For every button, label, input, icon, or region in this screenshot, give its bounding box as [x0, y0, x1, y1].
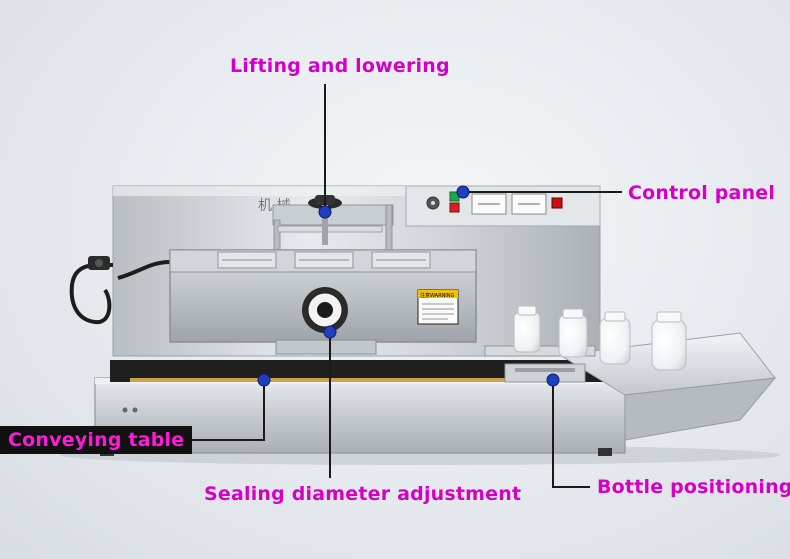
- leader-conveying: [180, 380, 265, 441]
- marker-dot-icon: [456, 185, 470, 199]
- callout-lifting-lowering: Lifting and lowering: [230, 55, 450, 77]
- callout-control-panel: Control panel: [628, 182, 776, 204]
- callout-sealing-diameter: Sealing diameter adjustment: [204, 483, 522, 505]
- bottle-icon: [651, 311, 687, 371]
- marker-dots: [257, 185, 560, 387]
- bottle-icon: [558, 308, 588, 358]
- bottle-icon: [513, 305, 541, 353]
- power-cable: [69, 256, 171, 325]
- bottles: [513, 305, 687, 371]
- control-panel: [426, 191, 563, 215]
- leader-bottle: [552, 380, 590, 488]
- bottle-icon: [599, 311, 631, 365]
- cooling-fan-icon: [294, 251, 354, 269]
- marker-dot-icon: [318, 205, 332, 219]
- callout-bottle-positioning: Bottle positioning: [597, 476, 790, 498]
- callout-conveying-table: Conveying table: [0, 426, 193, 454]
- marker-dot-icon: [323, 325, 337, 339]
- marker-dot-icon: [546, 373, 560, 387]
- sealing-plate: [275, 339, 377, 355]
- cooling-fan-icon: [371, 251, 431, 269]
- emergency-stop-icon: [551, 197, 563, 209]
- red-button-icon: [449, 202, 460, 213]
- warning-title: 注意WARNING: [420, 292, 455, 299]
- cooling-fan-icon: [217, 251, 277, 269]
- marker-dot-icon: [257, 373, 271, 387]
- leader-lines: [180, 84, 622, 488]
- bottle-guide-rail: [484, 345, 596, 383]
- sealing-head: 注意WARNING: [169, 249, 477, 343]
- lifting-bracket: [272, 195, 394, 261]
